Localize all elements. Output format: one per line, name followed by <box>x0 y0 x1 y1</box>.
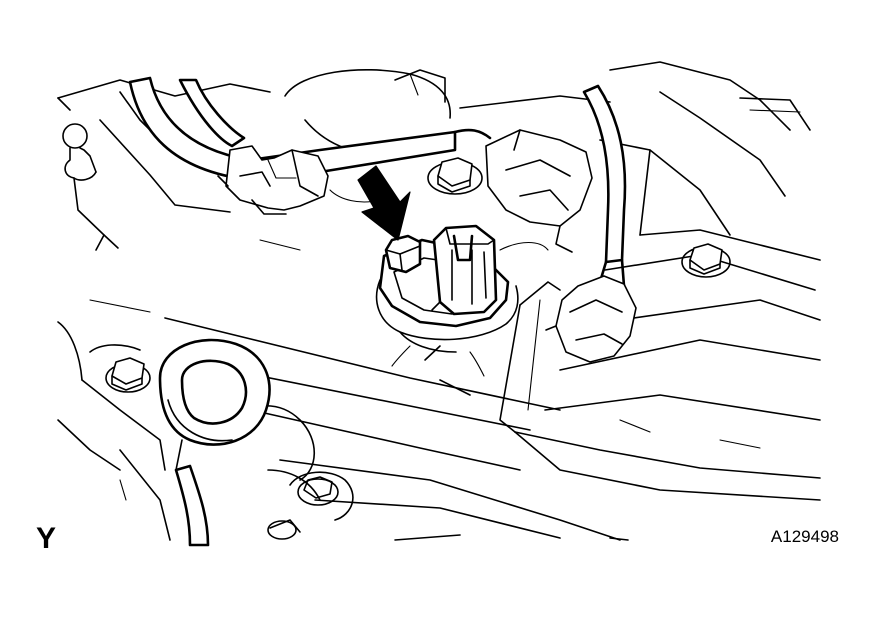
harness-connectors <box>217 129 637 363</box>
view-letter-label: Y <box>36 522 57 555</box>
connector-top-right <box>485 129 593 253</box>
wire-harness <box>128 76 627 547</box>
detail-lines <box>89 189 761 501</box>
left-knob <box>62 123 119 251</box>
bolt-small <box>267 520 297 540</box>
bolt-heads <box>105 157 731 540</box>
bolt-bottom <box>297 476 339 506</box>
camshaft-position-sensor <box>375 224 519 377</box>
sensor-connector <box>431 224 498 316</box>
oil-filler-cap <box>158 338 271 446</box>
connector-right <box>545 275 637 363</box>
engine-casting-lines <box>57 61 821 541</box>
down-arrow-icon <box>357 165 411 241</box>
bolt-right <box>681 243 731 278</box>
bolt-center <box>427 157 483 195</box>
sensor-bolt <box>384 234 422 274</box>
bolt-left <box>105 357 151 393</box>
figure-code-label: A129498 <box>770 527 839 546</box>
connector-top-left <box>217 145 329 215</box>
